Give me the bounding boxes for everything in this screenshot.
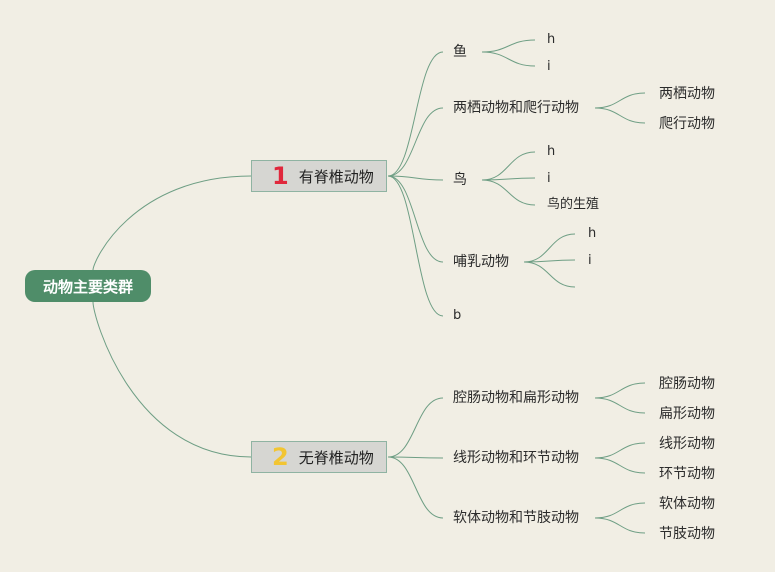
link-cni xyxy=(594,382,646,399)
number-badge-2: 2 xyxy=(272,443,289,471)
leaf-flatworms[interactable]: 扁形动物 xyxy=(659,406,715,422)
link-root-group-2 xyxy=(92,301,252,458)
branch-amphibians-reptiles[interactable]: 两栖动物和爬行动物 xyxy=(453,100,579,116)
leaf-annelids[interactable]: 环节动物 xyxy=(659,466,715,482)
branch-b[interactable]: b xyxy=(453,308,462,323)
group-node-invertebrates[interactable]: 2 无脊椎动物 xyxy=(251,441,387,473)
group-label: 无脊椎动物 xyxy=(298,448,374,467)
leaf-reptiles[interactable]: 爬行动物 xyxy=(659,116,715,132)
link-arth xyxy=(594,517,646,534)
leaf-bird-reproduction[interactable]: 鸟的生殖 xyxy=(547,197,600,212)
leaf-arthropods[interactable]: 节肢动物 xyxy=(659,526,715,542)
link-fish-h xyxy=(481,39,536,53)
branch-birds[interactable]: 鸟 xyxy=(453,172,467,188)
leaf-mammals-i[interactable]: i xyxy=(588,253,592,268)
link-bird-h xyxy=(481,151,536,181)
link-mam-i xyxy=(523,259,576,263)
link-group1-branch-4 xyxy=(387,175,444,317)
leaf-mollusks[interactable]: 软体动物 xyxy=(659,496,715,512)
group-label: 有脊椎动物 xyxy=(298,167,374,186)
link-flat xyxy=(594,397,646,414)
link-group2-branch-1 xyxy=(387,456,444,459)
link-mam-h xyxy=(523,233,576,263)
link-moll xyxy=(594,502,646,519)
link-mam-empty xyxy=(523,261,576,288)
branch-cnidarians-flatworms[interactable]: 腔肠动物和扁形动物 xyxy=(453,390,579,406)
branch-mammals[interactable]: 哺乳动物 xyxy=(453,254,509,270)
link-fish-i xyxy=(481,51,536,67)
branch-roundworms-annelids[interactable]: 线形动物和环节动物 xyxy=(453,450,579,466)
leaf-amphibians[interactable]: 两栖动物 xyxy=(659,86,715,102)
link-rept xyxy=(594,107,646,124)
link-group2-branch-2 xyxy=(387,456,444,519)
link-group1-branch-2 xyxy=(387,175,444,181)
leaf-roundworms[interactable]: 线形动物 xyxy=(659,436,715,452)
leaf-cnidarians[interactable]: 腔肠动物 xyxy=(659,376,715,392)
link-group1-branch-3 xyxy=(387,175,444,263)
link-group2-branch-0 xyxy=(387,397,444,458)
root-node[interactable]: 动物主要类群 xyxy=(25,270,151,302)
leaf-mammals-h[interactable]: h xyxy=(588,226,597,241)
link-bird-i xyxy=(481,177,536,181)
link-round xyxy=(594,442,646,459)
link-root-group-1 xyxy=(92,175,252,271)
branch-mollusks-arthropods[interactable]: 软体动物和节肢动物 xyxy=(453,510,579,526)
leaf-birds-h[interactable]: h xyxy=(547,144,556,159)
branch-fish[interactable]: 鱼 xyxy=(453,44,467,60)
leaf-fish-h[interactable]: h xyxy=(547,32,556,47)
link-group1-branch-0 xyxy=(387,51,444,177)
link-amph xyxy=(594,92,646,109)
group-node-vertebrates[interactable]: 1 有脊椎动物 xyxy=(251,160,387,192)
leaf-birds-i[interactable]: i xyxy=(547,171,551,186)
leaf-fish-i[interactable]: i xyxy=(547,59,551,74)
link-group1-branch-1 xyxy=(387,107,444,177)
number-badge-1: 1 xyxy=(272,162,289,190)
link-annel xyxy=(594,457,646,474)
link-bird-repro xyxy=(481,179,536,206)
